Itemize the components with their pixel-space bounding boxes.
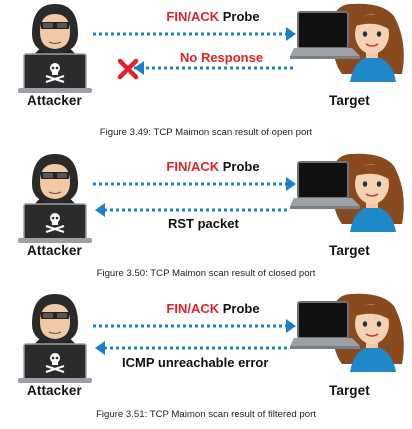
- attacker-label: Attacker: [27, 243, 82, 258]
- reply-arrowhead: [134, 61, 144, 75]
- reply-label: ICMP unreachable error: [122, 355, 269, 370]
- reply-arrowhead: [95, 203, 105, 217]
- probe-word: Probe: [222, 159, 260, 174]
- reply-arrowhead: [95, 341, 105, 355]
- reply-label: RST packet: [168, 216, 239, 231]
- attacker-hacker-icon: [18, 4, 92, 93]
- attacker-hacker-icon: [18, 154, 92, 243]
- red-x-icon: [117, 58, 139, 80]
- target-label: Target: [329, 243, 370, 258]
- probe-flags: FIN/ACK: [166, 159, 220, 174]
- panel-art: [18, 3, 404, 93]
- attacker-label: Attacker: [27, 383, 82, 398]
- probe-word: Probe: [222, 301, 260, 316]
- target-label: Target: [329, 93, 370, 108]
- figure-caption: Figure 3.51: TCP Maimon scan result of f…: [96, 409, 316, 420]
- target-label: Target: [329, 383, 370, 398]
- probe-flags: FIN/ACK: [166, 9, 220, 24]
- panel-art: [18, 293, 404, 383]
- probe-label: FIN/ACK Probe: [0, 9, 412, 24]
- probe-label: FIN/ACK Probe: [0, 301, 412, 316]
- target-woman-icon: [290, 3, 404, 82]
- reply-label: No Response: [180, 50, 264, 65]
- panel-art: [18, 153, 404, 243]
- probe-label: FIN/ACK Probe: [0, 159, 412, 174]
- attacker-hacker-icon: [18, 294, 92, 383]
- probe-arrowhead: [286, 27, 296, 41]
- probe-arrowhead: [286, 319, 296, 333]
- target-woman-icon: [290, 293, 404, 372]
- figure-caption: Figure 3.50: TCP Maimon scan result of c…: [96, 268, 316, 279]
- probe-arrowhead: [286, 177, 296, 191]
- attacker-label: Attacker: [27, 93, 82, 108]
- probe-word: Probe: [222, 9, 260, 24]
- probe-flags: FIN/ACK: [166, 301, 220, 316]
- target-woman-icon: [290, 153, 404, 232]
- figure-caption: Figure 3.49: TCP Maimon scan result of o…: [99, 127, 313, 138]
